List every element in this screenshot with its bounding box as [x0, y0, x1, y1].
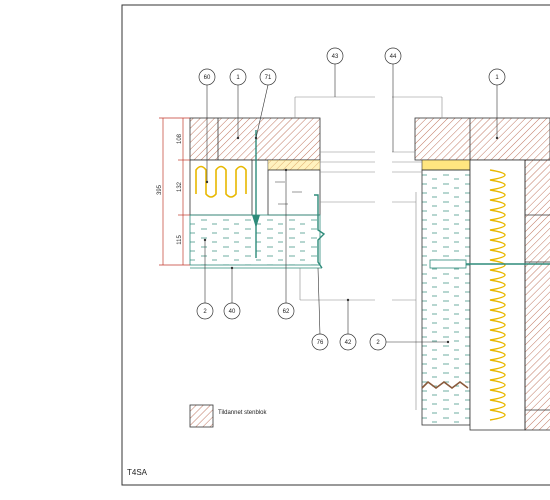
insulation-wave-left [195, 165, 247, 198]
callout-1-left: 1 [236, 75, 240, 81]
block-mid-right [267, 169, 321, 216]
insulation-cap-right [421, 159, 471, 171]
callout-60: 60 [204, 75, 211, 81]
callouts: 60 1 71 43 44 1 2 40 62 76 42 2 [196, 47, 506, 351]
insulation-wave-right [489, 169, 506, 421]
stone-block-top-left [189, 117, 321, 161]
callout-76: 76 [317, 340, 324, 346]
callout-42: 42 [345, 340, 352, 346]
joint-profile-right [421, 380, 469, 389]
wall-column-right [421, 169, 471, 426]
callout-71: 71 [265, 75, 272, 81]
insulation-cap-mid [268, 160, 320, 170]
callout-44: 44 [390, 54, 397, 60]
dimension-bottom: 115 [177, 235, 183, 245]
callout-2-left: 2 [203, 309, 207, 315]
dimension-chain [159, 117, 190, 266]
dimension-top: 108 [177, 133, 183, 144]
callout-43: 43 [332, 54, 339, 60]
dimension-total: 395 [157, 184, 163, 195]
insulation-column-right [469, 159, 526, 431]
insulation-layer-left [189, 159, 253, 216]
legend-label: Tildannet stenblok [218, 410, 267, 416]
leader-lines [204, 64, 498, 343]
dimension-middle: 132 [177, 181, 183, 192]
sheet-frame [121, 4, 550, 486]
callout-1-right: 1 [495, 75, 499, 81]
callout-2-right: 2 [376, 340, 380, 346]
legend-swatch [189, 404, 214, 428]
sheet-code: T4SA [127, 468, 148, 477]
stone-column-far-right [524, 159, 550, 431]
callout-62: 62 [283, 309, 290, 315]
callout-40: 40 [229, 309, 236, 315]
profile-edge [314, 194, 326, 269]
stone-block-top-right [414, 117, 550, 161]
